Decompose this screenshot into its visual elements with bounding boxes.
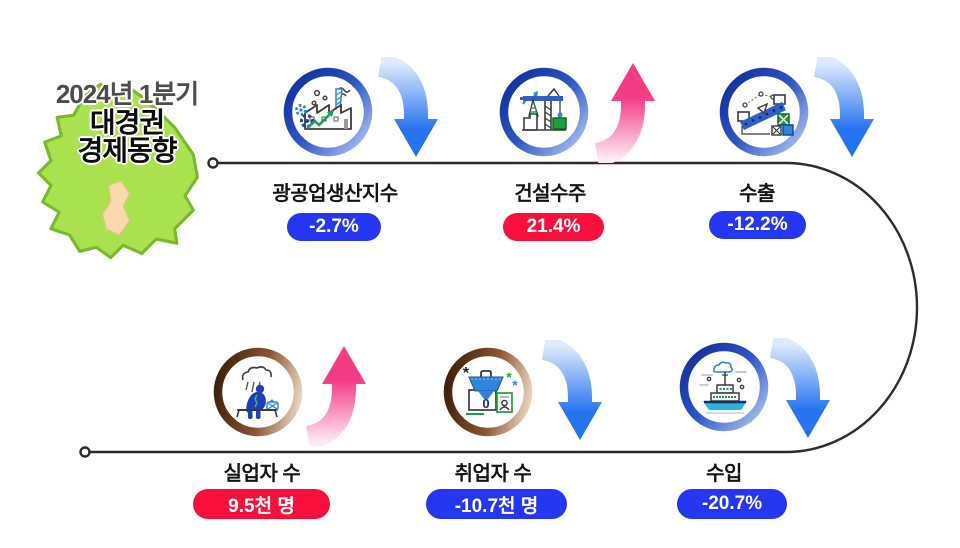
up-arrow-icon — [591, 57, 663, 163]
indicator-label: 취업자 수 — [454, 463, 532, 485]
report-region: 대경권 — [89, 107, 165, 138]
svg-text:0: 0 — [482, 396, 489, 411]
report-period: 2024년 1분기 — [55, 79, 199, 109]
svg-text:*: * — [463, 365, 470, 382]
down-arrow-icon — [374, 57, 446, 163]
down-arrow-icon — [766, 338, 838, 444]
ship-icon — [676, 339, 772, 435]
conveyor-icon — [716, 64, 812, 160]
factory-icon — [280, 64, 376, 160]
indicator-label: 건설수주 — [514, 183, 586, 205]
up-arrow-icon — [302, 340, 374, 446]
indicator-value-badge: -10.7천 명 — [426, 489, 567, 519]
unemployed-person-icon — [210, 344, 306, 440]
indicator-label: 광공업생산지수 — [272, 183, 398, 205]
indicator-label: 실업자 수 — [223, 463, 301, 485]
indicator-value-badge: 21.4% — [503, 213, 604, 241]
indicator-label: 수입 — [706, 463, 742, 485]
down-arrow-icon — [538, 340, 610, 446]
down-arrow-icon — [810, 57, 882, 163]
indicator-value-badge: -2.7% — [287, 213, 381, 241]
indicator-value-badge: 9.5천 명 — [193, 489, 330, 519]
indicator-value-badge: -12.2% — [709, 211, 806, 239]
indicator-label: 수출 — [739, 183, 775, 205]
svg-text:*: * — [512, 377, 518, 393]
crane-icon — [496, 64, 592, 160]
connector-end-dot — [79, 446, 91, 458]
report-subject: 경제동향 — [77, 135, 177, 166]
indicator-value-badge: -20.7% — [677, 489, 787, 519]
briefcase-icon: 0 * * * — [440, 344, 536, 440]
